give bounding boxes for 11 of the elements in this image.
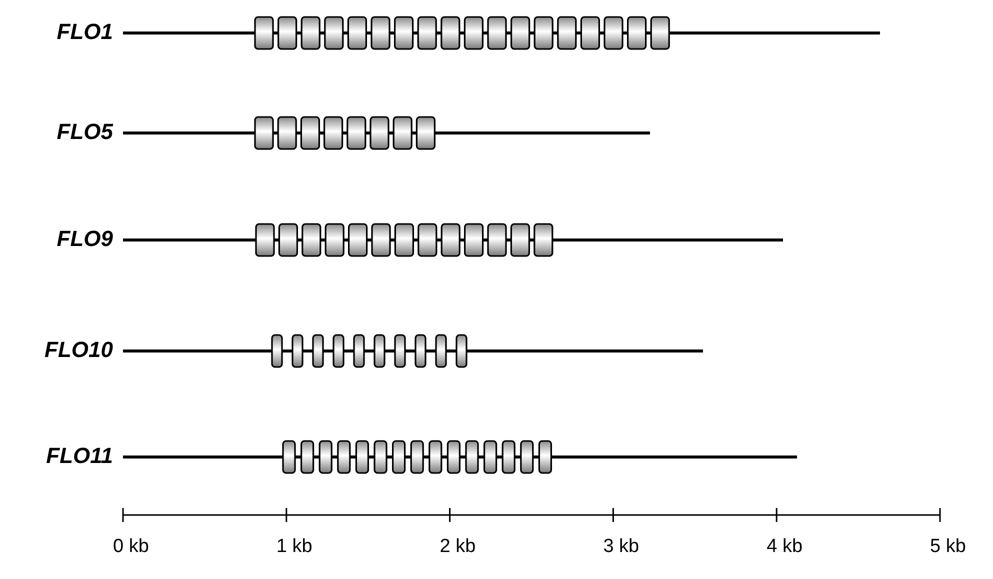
gene-name: FLO10 [44,337,113,363]
gene-name: FLO5 [56,119,113,145]
tick-label: 2 kb [440,536,476,558]
tick-label: 4 kb [766,536,803,558]
gene-name: FLO11 [46,443,113,469]
tick-label: 5 kb [930,536,966,558]
gene-name: FLO1 [56,19,113,45]
tick-label: 3 kb [603,536,640,558]
tick-label: 1 kb [276,536,312,558]
gene-name: FLO9 [56,226,113,252]
tick-label: 0 kb [113,536,149,558]
